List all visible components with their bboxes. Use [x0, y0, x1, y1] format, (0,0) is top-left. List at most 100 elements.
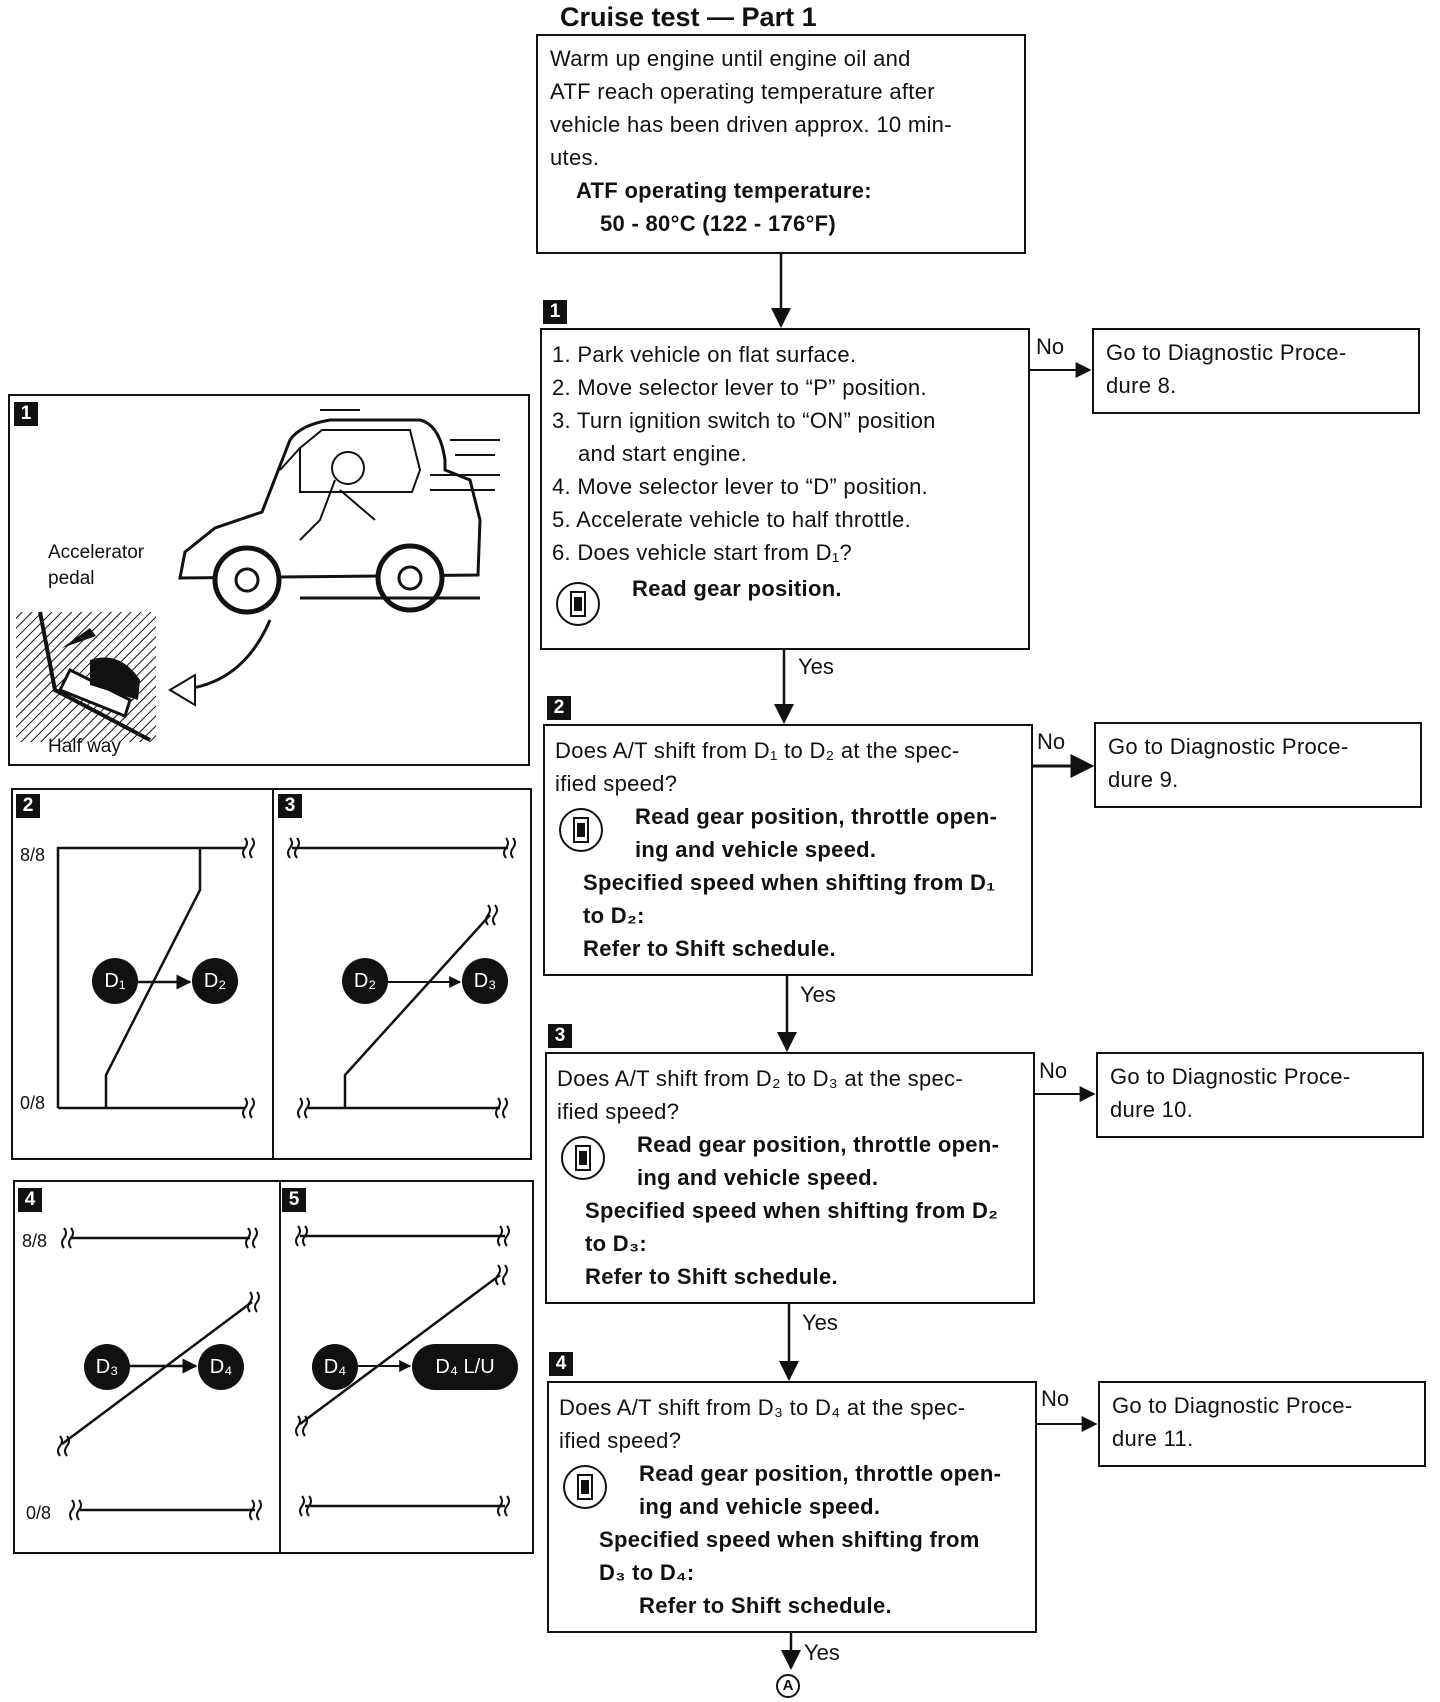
step-4-line: Does A/T shift from D₃ to D₄ at the spec… — [559, 1395, 966, 1420]
step-1-line: 5. Accelerate vehicle to half throttle. — [552, 507, 912, 532]
step-2-box: Does A/T shift from D₁ to D₂ at the spec… — [543, 724, 1033, 976]
fig2-bottom-tick: 0/8 — [20, 1093, 46, 1113]
foot-icon — [90, 657, 140, 700]
gear-label: D₄ L/U — [435, 1356, 495, 1378]
gear-d3-circle: D₃ — [84, 1344, 130, 1390]
figure-3-badge: 3 — [278, 794, 302, 818]
gear-d4-lu-pill: D₄ L/U — [412, 1344, 518, 1390]
gear-d2-circle: D₂ — [192, 958, 238, 1004]
gear-label: D₁ — [104, 970, 126, 992]
step-3-box: Does A/T shift from D₂ to D₃ at the spec… — [545, 1052, 1035, 1304]
no-target-line: dure 10. — [1110, 1097, 1194, 1122]
fig2-top-tick: 8/8 — [20, 845, 46, 865]
no-target-line: Go to Diagnostic Proce- — [1110, 1064, 1351, 1089]
driver-head — [331, 451, 365, 485]
step-4-badge: 4 — [549, 1352, 573, 1376]
figure-5-badge: 5 — [282, 1188, 306, 1212]
step-3-no-target: Go to Diagnostic Proce- dure 10. — [1096, 1052, 1424, 1138]
gear-d3-circle: D₃ — [462, 958, 508, 1004]
figure-4-badge: 4 — [18, 1188, 42, 1212]
gear-label: D₂ — [203, 970, 227, 992]
intro-line: utes. — [550, 145, 600, 170]
step-2-spec: Specified speed when shifting from D₁ — [583, 870, 996, 895]
gear-d1-circle: D₁ — [92, 958, 138, 1004]
no-target-line: Go to Diagnostic Proce- — [1112, 1393, 1353, 1418]
step-2-read: ing and vehicle speed. — [635, 837, 877, 862]
step-4-spec: Specified speed when shifting from — [599, 1527, 980, 1552]
figure-1-badge: 1 — [14, 402, 38, 426]
step-3-line: ified speed? — [557, 1099, 680, 1124]
curved-arrow-icon — [168, 673, 196, 707]
step-2-spec: Refer to Shift schedule. — [583, 936, 836, 961]
step-2-badge: 2 — [547, 696, 571, 720]
step-1-yes-label: Yes — [798, 654, 834, 679]
step-4-line: ified speed? — [559, 1428, 682, 1453]
gear-label: D₃ — [473, 970, 497, 992]
step-1-line: 4. Move selector lever to “D” position. — [552, 474, 929, 499]
intro-box: Warm up engine until engine oil and ATF … — [536, 34, 1026, 254]
step-3-spec: to D₃: — [585, 1231, 648, 1256]
step-4-spec: Refer to Shift schedule. — [639, 1593, 892, 1618]
step-3-line: Does A/T shift from D₂ to D₃ at the spec… — [557, 1066, 963, 1091]
connector-a: A — [776, 1674, 800, 1698]
step-1-line: 3. Turn ignition switch to “ON” position — [552, 408, 936, 433]
push-arrow-icon — [62, 628, 96, 648]
step-3-badge: 3 — [548, 1024, 572, 1048]
no-target-line: dure 11. — [1112, 1426, 1194, 1451]
step-2-line: ified speed? — [555, 771, 678, 796]
step-1-box: 1. Park vehicle on flat surface. 2. Move… — [540, 328, 1030, 650]
step-4-spec: D₃ to D₄: — [599, 1560, 695, 1585]
step-3-read: Read gear position, throttle open- — [637, 1132, 1000, 1157]
gear-label: D₄ — [209, 1356, 233, 1378]
no-target-line: Go to Diagnostic Proce- — [1106, 340, 1347, 365]
step-4-yes-label: Yes — [804, 1640, 840, 1665]
atf-spec-label: ATF operating temperature: — [576, 178, 872, 203]
figure-2-badge: 2 — [16, 794, 40, 818]
step-4-no-target: Go to Diagnostic Proce- dure 11. — [1098, 1381, 1426, 1467]
gear-d2-circle: D₂ — [342, 958, 388, 1004]
consult-meter-icon — [559, 808, 603, 852]
step-2-no-target: Go to Diagnostic Proce- dure 9. — [1094, 722, 1422, 808]
step-3-no-label: No — [1039, 1058, 1068, 1083]
step-2-line: Does A/T shift from D₁ to D₂ at the spec… — [555, 738, 960, 763]
consult-meter-icon — [556, 582, 600, 626]
step-2-spec: to D₂: — [583, 903, 645, 928]
step-1-no-target: Go to Diagnostic Proce- dure 8. — [1092, 328, 1420, 414]
step-1-line: and start engine. — [578, 441, 747, 466]
gear-d4-circle: D₄ — [312, 1344, 358, 1390]
intro-line: vehicle has been driven approx. 10 min- — [550, 112, 952, 137]
gear-label: D₄ — [323, 1356, 347, 1378]
atf-spec-value: 50 - 80°C (122 - 176°F) — [600, 211, 837, 236]
step-4-read: Read gear position, throttle open- — [639, 1461, 1002, 1486]
no-target-line: Go to Diagnostic Proce- — [1108, 734, 1349, 759]
pedal-label-line: pedal — [48, 568, 95, 589]
step-3-read: ing and vehicle speed. — [637, 1165, 879, 1190]
fig4-bottom-tick: 0/8 — [26, 1503, 52, 1523]
no-target-line: dure 9. — [1108, 767, 1179, 792]
step-4-box: Does A/T shift from D₃ to D₄ at the spec… — [547, 1381, 1037, 1633]
accelerator-pedal-label: Accelerator pedal — [48, 540, 144, 592]
step-2-yes-label: Yes — [800, 982, 836, 1007]
step-4-read: ing and vehicle speed. — [639, 1494, 881, 1519]
step-3-spec: Specified speed when shifting from D₂ — [585, 1198, 999, 1223]
no-target-line: dure 8. — [1106, 373, 1177, 398]
intro-line: Warm up engine until engine oil and — [550, 46, 911, 71]
consult-meter-icon — [563, 1465, 607, 1509]
step-1-line: 2. Move selector lever to “P” position. — [552, 375, 927, 400]
page-title: Cruise test — Part 1 — [560, 2, 817, 32]
step-1-read: Read gear position. — [632, 576, 842, 601]
axis-break-marks — [57, 837, 516, 1521]
step-1-line: 6. Does vehicle start from D₁? — [552, 540, 853, 565]
gear-label: D₂ — [353, 970, 377, 992]
step-1-badge: 1 — [543, 300, 567, 324]
step-2-no-label: No — [1037, 729, 1066, 754]
gear-d4-circle: D₄ — [198, 1344, 244, 1390]
step-3-yes-label: Yes — [802, 1310, 838, 1335]
step-2-read: Read gear position, throttle open- — [635, 804, 998, 829]
step-4-no-label: No — [1041, 1386, 1070, 1411]
consult-meter-icon — [561, 1136, 605, 1180]
step-1-no-label: No — [1036, 334, 1065, 359]
